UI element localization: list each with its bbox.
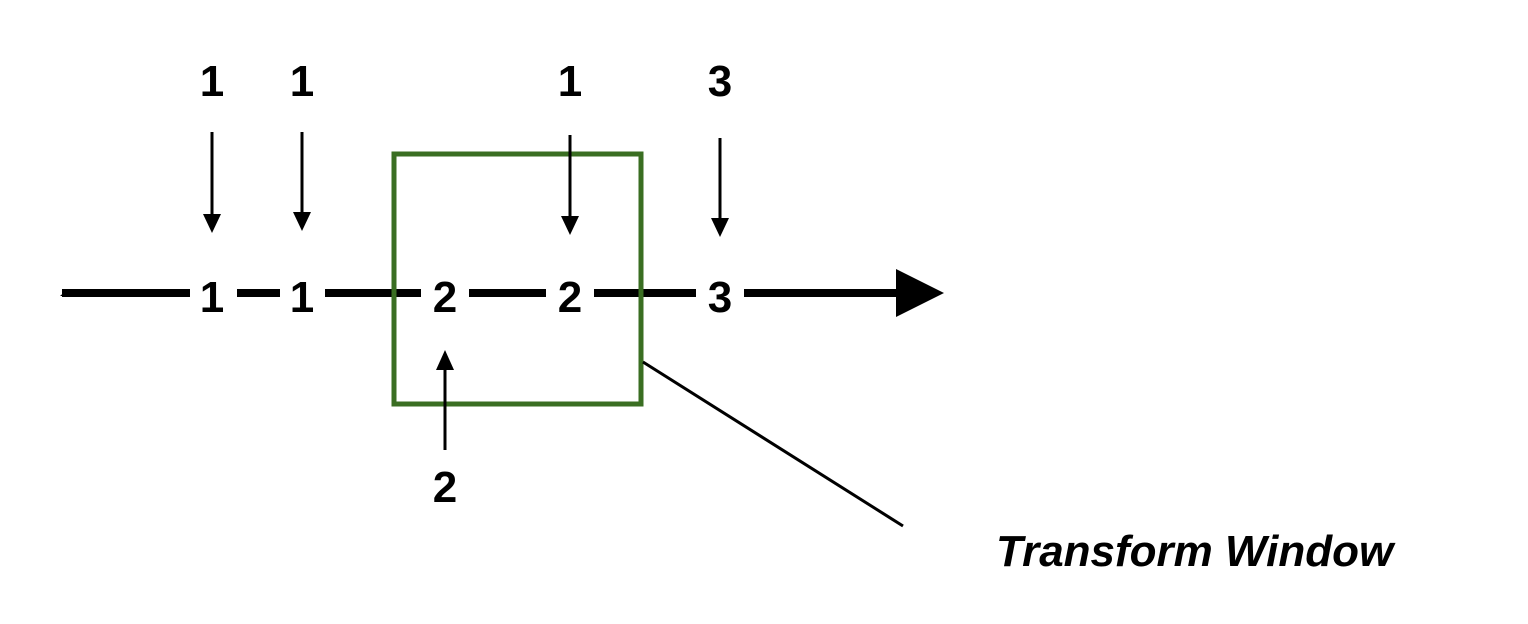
arrow-right-icon [896,269,944,317]
stream-event: 1 [200,273,224,322]
incoming-label: 1 [200,57,224,106]
stream-event: 2 [558,273,582,322]
arrow-down-head [561,216,579,235]
incoming-label: 2 [433,463,457,512]
caption-leader-line [642,360,904,528]
down-arrows [203,132,729,237]
arrow-up-head [436,350,454,370]
transform-window-box [391,151,644,407]
up-arrows [436,350,454,450]
arrow-down-head [711,218,729,237]
timeline [60,269,944,317]
incoming-label: 1 [290,57,314,106]
stream-events: 1 1 2 2 3 [200,273,732,322]
arrow-down-head [203,214,221,233]
stream-event: 1 [290,273,314,322]
incoming-above: 1 1 1 3 [200,57,732,106]
incoming-label: 1 [558,57,582,106]
stream-event: 2 [433,273,457,322]
incoming-label: 3 [708,57,732,106]
stream-event: 3 [708,273,732,322]
arrow-down-head [293,212,311,231]
transform-window-label: Transform Window [996,527,1396,576]
